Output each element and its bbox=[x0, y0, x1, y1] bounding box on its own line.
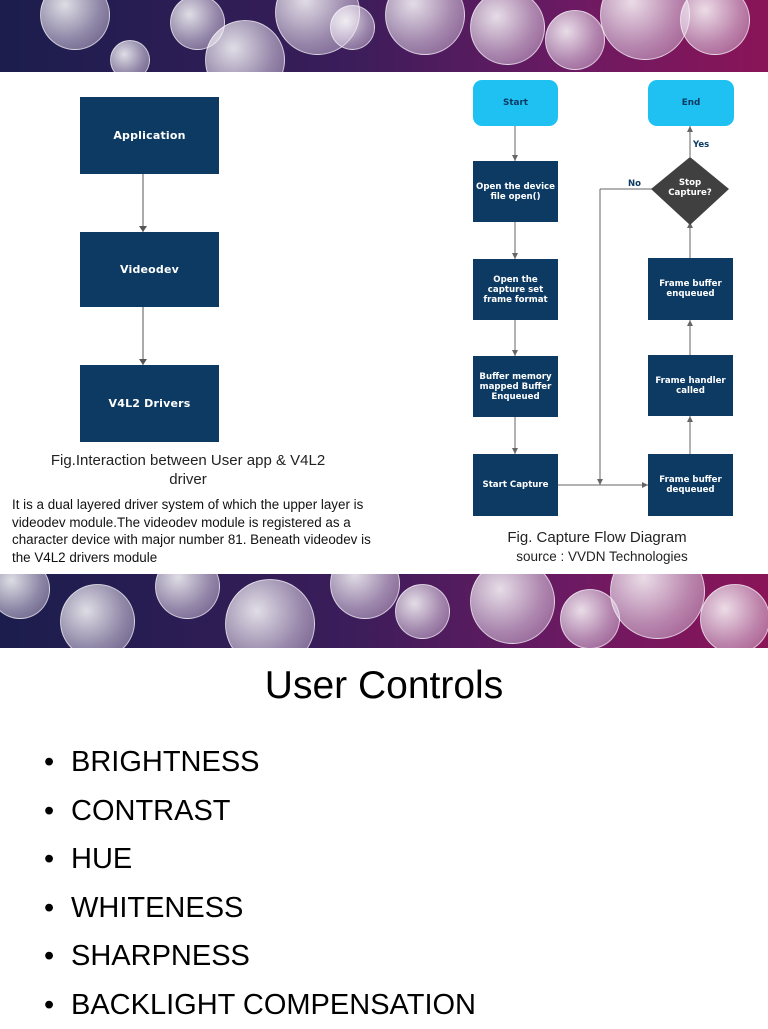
control-backlight-compensation: BACKLIGHT COMPENSATION bbox=[71, 989, 476, 1021]
control-whiteness: WHITENESS bbox=[71, 892, 243, 924]
application-box: Application bbox=[80, 97, 219, 174]
bokeh-bubble bbox=[330, 574, 400, 619]
description-paragraph: It is a dual layered driver system of wh… bbox=[12, 496, 372, 566]
list-item: •WHITENESS bbox=[44, 884, 476, 933]
end-terminal: End bbox=[648, 80, 734, 126]
bokeh-bubble bbox=[385, 0, 465, 55]
step-start-capture: Start Capture bbox=[473, 454, 558, 516]
list-item: •CONTRAST bbox=[44, 787, 476, 836]
bullet-dot: • bbox=[44, 787, 71, 836]
decision-label-line2: Capture? bbox=[668, 188, 712, 198]
step-frame-dequeued: Frame buffer dequeued bbox=[648, 454, 733, 516]
capture-flowchart: Stop Capture? Yes No Start End Open the … bbox=[465, 72, 740, 524]
user-controls-title: User Controls bbox=[0, 664, 768, 708]
bokeh-bubble bbox=[0, 574, 50, 619]
v4l2-drivers-box: V4L2 Drivers bbox=[80, 365, 219, 442]
bullet-dot: • bbox=[44, 835, 71, 884]
list-item: •BACKLIGHT COMPENSATION bbox=[44, 981, 476, 1029]
bokeh-bubble bbox=[40, 0, 110, 50]
bullet-dot: • bbox=[44, 981, 71, 1029]
step-open-device: Open the device file open() bbox=[473, 161, 558, 222]
control-contrast: CONTRAST bbox=[71, 795, 231, 827]
step-set-format: Open the capture set frame format bbox=[473, 259, 558, 320]
bokeh-bubble bbox=[60, 584, 135, 648]
control-brightness: BRIGHTNESS bbox=[71, 746, 260, 778]
bottom-bokeh-banner bbox=[0, 574, 768, 648]
list-item: •HUE bbox=[44, 835, 476, 884]
bokeh-bubble bbox=[110, 40, 150, 72]
no-label: No bbox=[628, 179, 641, 189]
yes-label: Yes bbox=[692, 140, 709, 150]
bokeh-bubble bbox=[225, 579, 315, 648]
control-sharpness: SHARPNESS bbox=[71, 940, 250, 972]
flowchart-source: source : VVDN Technologies bbox=[480, 549, 724, 564]
bokeh-bubble bbox=[470, 0, 545, 65]
bokeh-bubble bbox=[545, 10, 605, 70]
bokeh-bubble bbox=[610, 574, 705, 639]
bokeh-bubble bbox=[330, 5, 375, 50]
top-bokeh-banner bbox=[0, 0, 768, 72]
bokeh-bubble bbox=[470, 574, 555, 644]
control-hue: HUE bbox=[71, 843, 132, 875]
start-terminal: Start bbox=[473, 80, 558, 126]
bokeh-bubble bbox=[395, 584, 450, 639]
step-buffer-mapped: Buffer memory mapped Buffer Enqueued bbox=[473, 356, 558, 417]
decision-label-line1: Stop bbox=[679, 178, 701, 188]
bullet-dot: • bbox=[44, 738, 71, 787]
videodev-box: Videodev bbox=[80, 232, 219, 307]
list-item: •BRIGHTNESS bbox=[44, 738, 476, 787]
bullet-dot: • bbox=[44, 932, 71, 981]
bullet-dot: • bbox=[44, 884, 71, 933]
bokeh-bubble bbox=[600, 0, 690, 60]
bokeh-bubble bbox=[700, 584, 768, 648]
step-frame-enqueued: Frame buffer enqueued bbox=[648, 258, 733, 320]
bokeh-bubble bbox=[155, 574, 220, 619]
slide-content: Application Videodev V4L2 Drivers Fig.In… bbox=[0, 72, 768, 574]
user-controls-list: •BRIGHTNESS •CONTRAST •HUE •WHITENESS •S… bbox=[44, 738, 476, 1029]
left-figure-caption: Fig.Interaction between User app & V4L2 … bbox=[48, 451, 328, 489]
bokeh-bubble bbox=[680, 0, 750, 55]
step-frame-handler: Frame handler called bbox=[648, 355, 733, 416]
list-item: •SHARPNESS bbox=[44, 932, 476, 981]
flowchart-caption: Fig. Capture Flow Diagram bbox=[480, 529, 714, 546]
